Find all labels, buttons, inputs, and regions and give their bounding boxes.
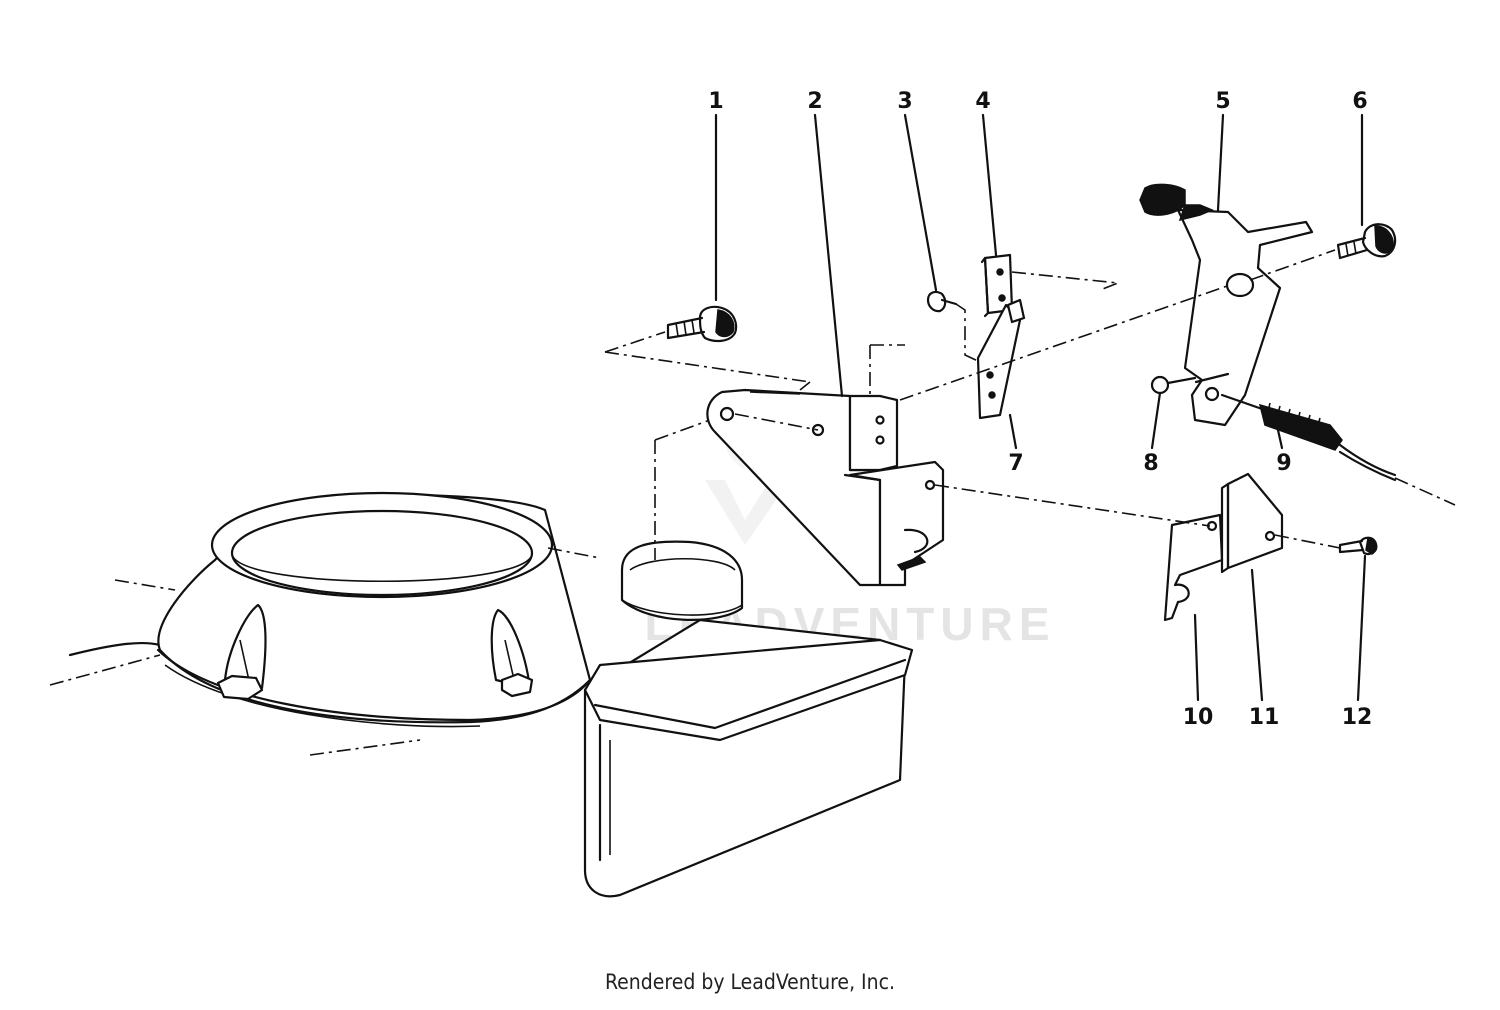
- part-label-9: 9: [1276, 451, 1291, 476]
- engine-assembly: [49, 419, 914, 898]
- part-7-link: [976, 298, 1026, 420]
- part-label-7: 7: [1008, 451, 1023, 476]
- part-2-bracket: [706, 388, 945, 587]
- part-label-11: 11: [1249, 705, 1280, 730]
- assembly-centerlines: [734, 249, 1341, 549]
- part-label-5: 5: [1215, 89, 1230, 114]
- part-11-clamp: [1220, 472, 1284, 574]
- part-3-bolt: [926, 290, 981, 363]
- leader-lines: [714, 113, 1367, 702]
- part-8-ball: [1150, 375, 1197, 395]
- part-9-cable: [1220, 393, 1456, 506]
- part-label-4: 4: [975, 89, 990, 114]
- part-label-3: 3: [897, 89, 912, 114]
- footer-credit: Rendered by LeadVenture, Inc.: [605, 970, 895, 994]
- part-6-bolt: [1336, 223, 1397, 260]
- part-5-lever: [1139, 183, 1314, 427]
- part-12-screw: [1338, 536, 1378, 556]
- part-4-plate: [980, 253, 1119, 318]
- part-label-1: 1: [708, 89, 723, 114]
- part-label-8: 8: [1143, 451, 1158, 476]
- part-label-10: 10: [1183, 705, 1214, 730]
- part-1-bolt: [604, 305, 811, 391]
- part-label-12: 12: [1342, 705, 1373, 730]
- part-10-clamp: [1163, 513, 1224, 622]
- part-label-2: 2: [807, 89, 822, 114]
- part-label-6: 6: [1352, 89, 1367, 114]
- part-number-labels: 1 2 3 4 5 6 7 8 9 10 11 12: [708, 89, 1372, 730]
